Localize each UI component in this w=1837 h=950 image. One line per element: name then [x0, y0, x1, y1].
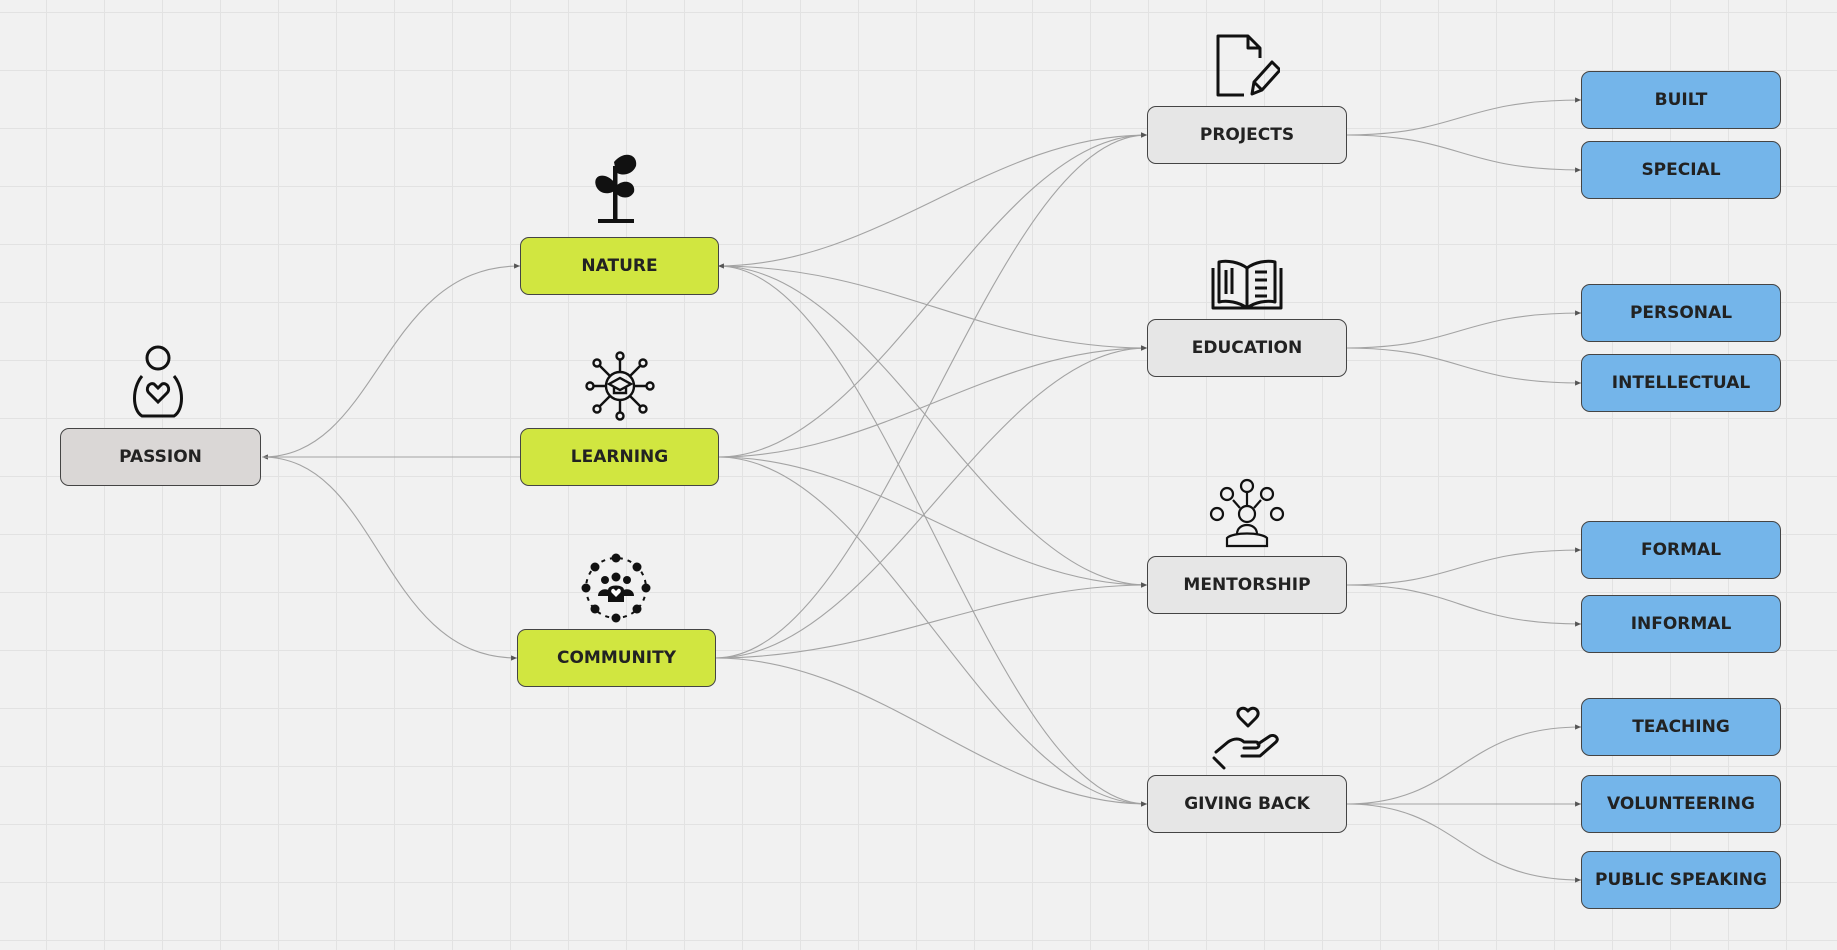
- node-mentorship[interactable]: MENTORSHIP: [1147, 556, 1347, 614]
- node-passion[interactable]: PASSION: [60, 428, 261, 486]
- node-teaching[interactable]: TEACHING: [1581, 698, 1781, 756]
- document-pencil-icon: [1216, 34, 1280, 97]
- graduation-network-icon: [585, 351, 655, 421]
- node-formal[interactable]: FORMAL: [1581, 521, 1781, 579]
- node-education[interactable]: EDUCATION: [1147, 319, 1347, 377]
- node-personal[interactable]: PERSONAL: [1581, 284, 1781, 342]
- person-heart-icon: [133, 345, 183, 418]
- node-learning[interactable]: LEARNING: [520, 428, 719, 486]
- node-informal[interactable]: INFORMAL: [1581, 595, 1781, 653]
- node-intellectual[interactable]: INTELLECTUAL: [1581, 354, 1781, 412]
- node-special[interactable]: SPECIAL: [1581, 141, 1781, 199]
- node-public-speaking[interactable]: PUBLIC SPEAKING: [1581, 851, 1781, 909]
- connector-lines: [261, 97, 1582, 883]
- node-giving-back[interactable]: GIVING BACK: [1147, 775, 1347, 833]
- plant-sprout-icon: [595, 154, 637, 223]
- node-volunteering[interactable]: VOLUNTEERING: [1581, 775, 1781, 833]
- community-circle-icon: [581, 553, 651, 623]
- hand-heart-icon: [1212, 706, 1279, 770]
- node-nature[interactable]: NATURE: [520, 237, 719, 295]
- node-community[interactable]: COMMUNITY: [517, 629, 716, 687]
- node-built[interactable]: BUILT: [1581, 71, 1781, 129]
- open-book-icon: [1211, 259, 1283, 310]
- node-projects[interactable]: PROJECTS: [1147, 106, 1347, 164]
- mentor-network-icon: [1209, 478, 1285, 548]
